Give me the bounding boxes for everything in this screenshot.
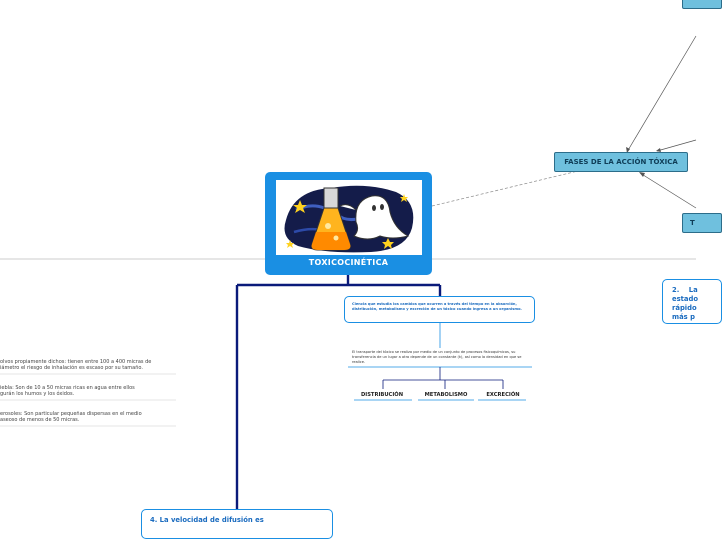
arrow-right-to-fases: [656, 139, 697, 152]
flask-illustration-icon: [276, 180, 422, 255]
connector-layer: [0, 35, 697, 509]
distribucion-label[interactable]: DISTRIBUCIÓN: [360, 392, 404, 398]
definition-text: Ciencia que estudia los cambios que ocur…: [352, 302, 522, 311]
bottom-partial-text: 4. La velocidad de difusión es: [150, 516, 264, 524]
definition-node[interactable]: [344, 296, 535, 323]
left-item-niebla: iebla: Son de 10 a 50 micras ricas en ag…: [0, 385, 135, 398]
arrow-bottom-to-fases: [639, 172, 697, 209]
left-item-polvos: olvos propiamente dichos: tienen entre 1…: [0, 359, 152, 372]
metabolismo-label[interactable]: METABOLISMO: [424, 392, 468, 398]
navy-connector-trunk: [235, 275, 442, 509]
arrowhead-bottom-to-fases: [639, 172, 645, 177]
excrecion-label[interactable]: EXCRECIÓN: [486, 392, 520, 398]
central-node-image: [276, 180, 422, 255]
right-partial-text: 2. La estado rápido más p: [672, 286, 699, 321]
transport-text: El transporte del tóxico se realiza por …: [352, 350, 522, 364]
fases-node[interactable]: FASES DE LA ACCIÓN TÓXICA: [554, 152, 688, 172]
teal-node-top-partial[interactable]: [682, 0, 722, 9]
right-partial-node[interactable]: 2. La estado rápido más p: [662, 279, 722, 324]
arrowhead-top-to-fases: [626, 147, 630, 153]
arrow-top-to-fases: [626, 35, 697, 153]
left-item-aerosoles: erosoles: Son particular pequeñas disper…: [0, 411, 142, 424]
central-node-title: TOXICOCINÉTICA: [308, 258, 389, 267]
bottom-partial-node[interactable]: 4. La velocidad de difusión es: [141, 509, 333, 539]
teal-node-bottom-partial[interactable]: T: [682, 213, 722, 233]
arrowhead-right-to-fases: [656, 148, 661, 152]
dashed-connector-fases: [431, 170, 579, 207]
